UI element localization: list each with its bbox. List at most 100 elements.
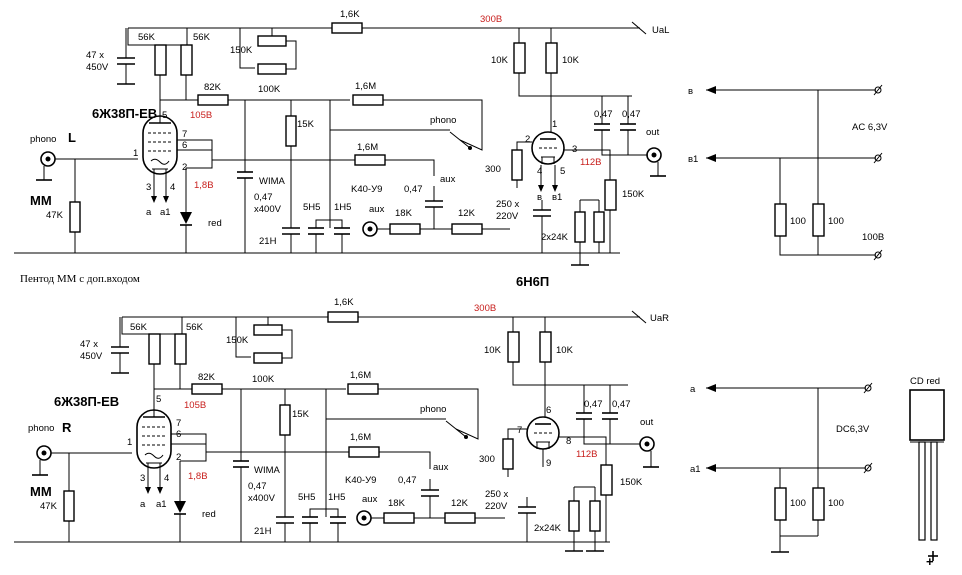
cap-047-400-line-1: 0,47 [254,192,273,203]
v-cathode-label-r: 1,8В [188,471,208,482]
r-anode-1-label-r: 56K [130,322,148,333]
cap-250-line-2: 220V [496,211,519,222]
r-82k-label: 82K [204,82,222,93]
channel-letter: L [68,130,76,145]
b-plus-label-r: UaR [650,313,669,324]
r-300-label: 300 [485,164,501,175]
cap-k40-label: K40-У9 [351,184,382,195]
cap-047-400-label-r: 0,47 x400V [248,481,276,504]
heater-ac-r1: 100 [790,216,806,227]
cap-047-a-label: 0,47 [594,109,613,120]
cap-250-label: 250 x 220V [496,199,522,222]
r-16m-b-label: 1,6M [357,142,378,153]
pin-4-r: 4 [164,473,169,484]
cap-5h5-label-r: 5H5 [298,492,315,503]
r-150k-label: 150K [622,189,645,200]
heater-dc-label: DC6,3V [836,424,870,435]
b-plus-label: UaL [652,25,669,36]
r-21h-label-r: 21H [254,526,272,537]
cap-047-400-r-line-2: x400V [248,493,276,504]
cap-k40-label-r: K40-У9 [345,475,376,486]
pin-6: 6 [182,140,187,151]
r-trim-2-label-r: 100K [252,374,275,385]
heater-a-label: a [146,207,152,218]
r-12k-label-r: 12K [451,498,469,509]
switch-phono-label-r: phono [420,404,446,415]
out-pin-2: 2 [525,134,530,145]
r-input-label: 47K [46,210,64,221]
cap-k40-val-label-r: 0,47 [398,475,417,486]
heater-ac-label: AC 6,3V [852,122,888,133]
b-plus-voltage-r: 300В [474,303,496,314]
pin-5: 5 [162,110,167,121]
r-10k-a-label-r: 10K [484,345,502,356]
r-series-top-label-r: 1,6K [334,297,354,308]
cap-250-r-line-2: 220V [485,501,508,512]
out-label: out [646,127,660,138]
heater-a-label-r: a [140,499,146,510]
cap-047-400-line-2: x400V [254,204,282,215]
pin-2-r: 2 [176,452,181,463]
pin-3: 3 [146,182,151,193]
r-2x24k-label: 2x24K [541,232,569,243]
r-10k-b-label: 10K [562,55,580,66]
heater-dc-r2: 100 [828,498,844,509]
r-input-label-r: 47K [40,501,58,512]
out-pin-9-r: 9 [546,458,551,469]
pin-3-r: 3 [140,473,145,484]
out-pin-7-r: 7 [517,425,522,436]
out-pin-1: 1 [552,119,557,130]
output-tube-label: 6Н6П [516,274,549,289]
out-pin-5: 5 [560,166,565,177]
cap-wima-label: WIMA [259,176,286,187]
pin-6-r: 6 [176,429,181,440]
aux-input-label: aux [369,204,385,215]
r-15k-label-r: 15K [292,409,310,420]
tube-label: 6Ж38П-ЕВ [92,106,157,121]
cap-250-r-line-1: 250 x [485,489,508,500]
cap-supply-r-line-1: 47 x [80,339,98,350]
r-16m-a-label: 1,6M [355,81,376,92]
cap-1h5-label-r: 1H5 [328,492,345,503]
r-18k-label-r: 18K [388,498,406,509]
switch-aux-label: aux [440,174,456,185]
channel-left-labels: 1,6K 300В UaL 56K 56K 47 x 450V 150K 100… [20,9,669,289]
r-trim-2-label: 100K [258,84,281,95]
out-pin-6-r: 6 [546,405,551,416]
cap-250-label-r: 250 x 220V [485,489,511,512]
led-pinout [909,389,945,561]
cap-047-b-label: 0,47 [622,109,641,120]
out-label-r: out [640,417,654,428]
r-300-label-r: 300 [479,454,495,465]
pin-1: 1 [133,148,138,159]
r-82k-label-r: 82K [198,372,216,383]
mm-label: MM [30,193,52,208]
pin-7-r: 7 [176,418,181,429]
channel-right [14,310,659,552]
v-cathode-label: 1,8В [194,180,214,191]
cap-5h5-label: 5H5 [303,202,320,213]
r-16m-a-label-r: 1,6M [350,370,371,381]
schematic-title: Пентод ММ с доп.входом [20,273,140,285]
cap-wima-label-r: WIMA [254,465,281,476]
cap-047-400-label: 0,47 x400V [254,192,282,215]
r-150k-label-r: 150K [620,477,643,488]
cap-047-a-label-r: 0,47 [584,399,603,410]
cap-supply-label-r: 47 x 450V [80,339,103,362]
led-label-pinout: CD red [910,376,940,387]
pin-5-r: 5 [156,394,161,405]
out-heater-b: в [537,192,542,203]
r-trim-label: 150K [230,45,253,56]
heater-dc-node-bottom: a1 [690,464,701,475]
r-16m-b-label-r: 1,6M [350,432,371,443]
channel-left [14,21,666,266]
r-2x24k-label-r: 2x24K [534,523,562,534]
heater-dc-r1: 100 [790,498,806,509]
out-pin-8-r: 8 [566,436,571,447]
r-12k-label: 12K [458,208,476,219]
cap-supply-label: 47 x 450V [86,50,109,73]
v-anode-label: 105В [190,110,212,121]
cap-supply-r-line-2: 450V [80,351,103,362]
led-label: red [208,218,222,229]
cap-supply-line-1: 47 x [86,50,104,61]
